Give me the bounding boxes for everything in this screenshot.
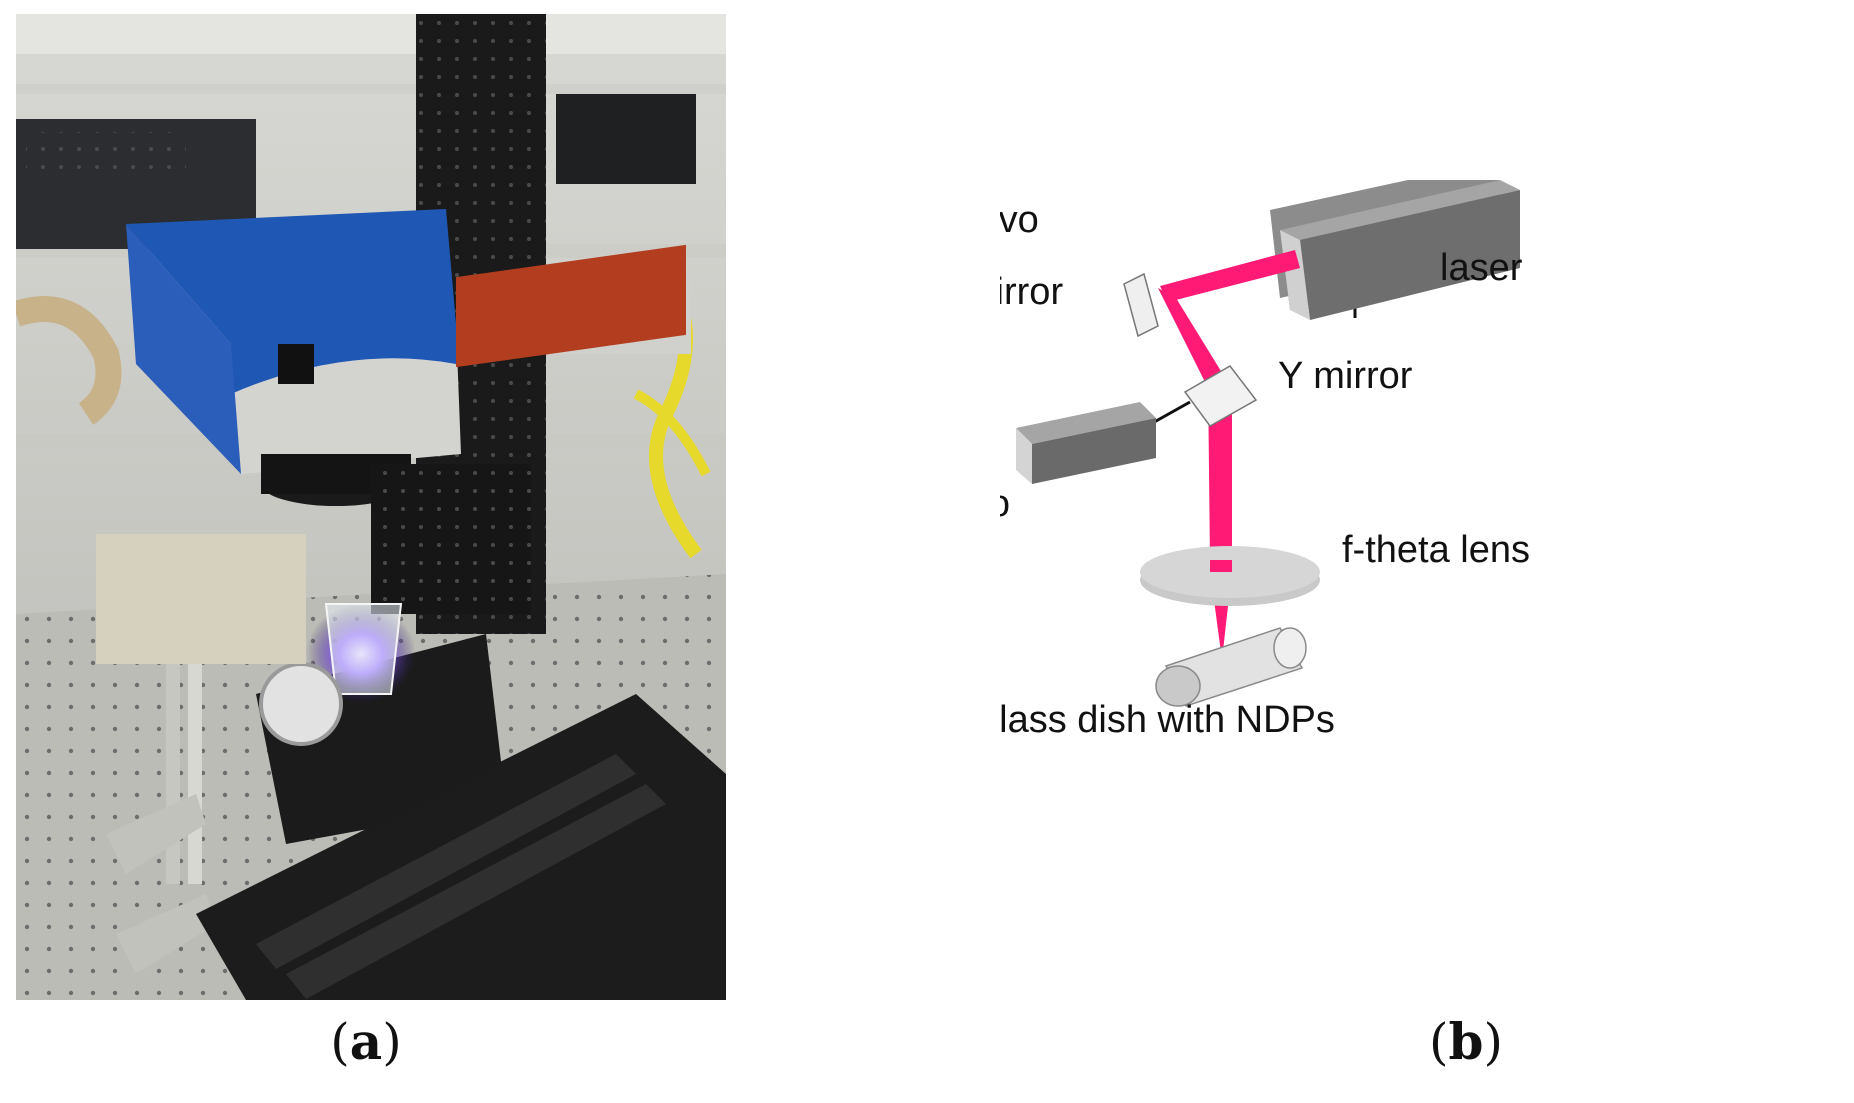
- label-y-mirror: Y mirror: [1278, 355, 1413, 397]
- label-f-theta-lens: f-theta lens: [1342, 529, 1530, 571]
- label-x-mirror: X mirror: [1000, 271, 1063, 313]
- x-mirror: [1123, 272, 1159, 338]
- caption-a: (a): [330, 1012, 402, 1071]
- label-laser: laser: [1440, 247, 1523, 289]
- setup-photo: [16, 14, 726, 1000]
- label-glass-dish: glass dish with NDPs: [1000, 699, 1335, 741]
- caption-b: (b): [1429, 1012, 1503, 1071]
- f-theta-lens: [1140, 546, 1320, 606]
- laser-beam: [1158, 250, 1300, 660]
- scanner-schematic: X galvo X mirror laser Y mirror Y galvo …: [1000, 180, 1530, 741]
- y-mirror: [1183, 365, 1258, 427]
- label-y-galvo: Y galvo: [1000, 483, 1010, 525]
- label-x-galvo: X galvo: [1000, 199, 1039, 241]
- y-galvo-device: [1016, 402, 1156, 484]
- glass-dish: [1155, 627, 1307, 707]
- laser-housing: [1280, 180, 1520, 320]
